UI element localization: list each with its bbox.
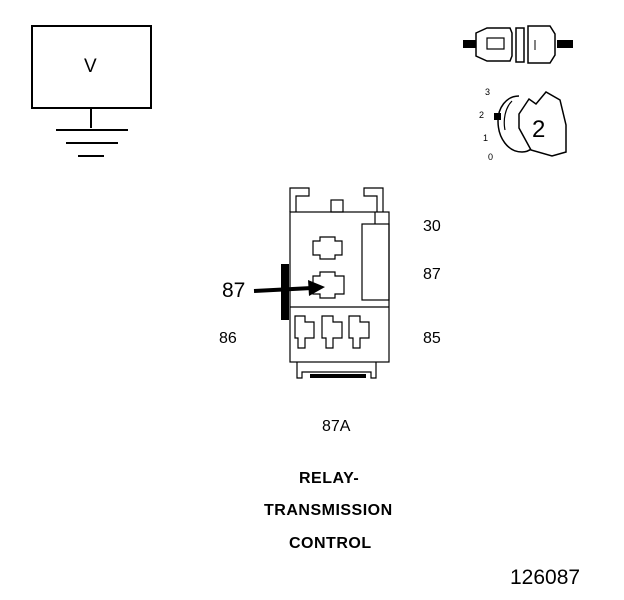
meter-symbol-label: V — [84, 56, 97, 77]
voltmeter-symbol — [31, 25, 152, 157]
caption-line-1: RELAY- — [299, 470, 360, 487]
caption-line-3: CONTROL — [289, 535, 372, 552]
relay-bottom-bar — [310, 374, 366, 378]
ignition-key-icon — [494, 91, 567, 157]
caption-line-2: TRANSMISSION — [264, 502, 393, 519]
figure-number: 126087 — [510, 566, 581, 589]
connector-icon — [463, 25, 573, 64]
relay-outline — [281, 187, 390, 379]
switch-selected-position: 2 — [532, 116, 546, 143]
switch-position-2: 2 — [479, 110, 485, 120]
pin-87a-label: 87A — [322, 418, 351, 435]
pin-87-arrow — [253, 280, 325, 296]
pin-30-label: 30 — [423, 218, 441, 235]
switch-position-0: 0 — [488, 152, 494, 162]
switch-position-3: 3 — [485, 87, 491, 97]
pin-87-label: 87 — [423, 266, 441, 283]
ground-icon — [56, 129, 128, 157]
pin-85-label: 85 — [423, 330, 441, 347]
pin-86-label: 86 — [219, 330, 237, 347]
switch-position-1: 1 — [483, 133, 489, 143]
pin-87-pointer-label: 87 — [222, 279, 246, 302]
